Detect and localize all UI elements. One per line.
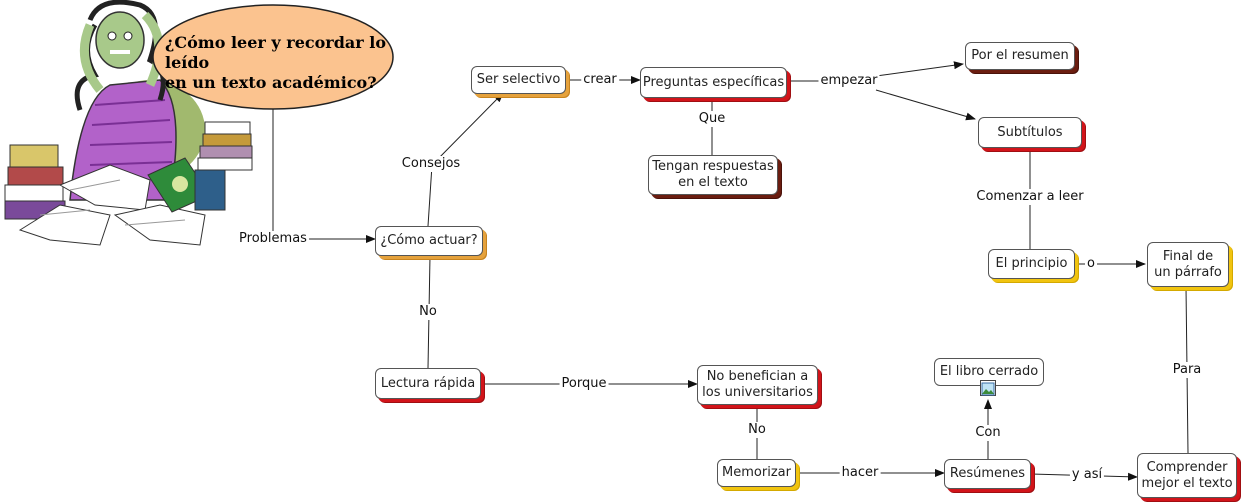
link-label-para: Para <box>1170 362 1204 378</box>
link-label-hacer: hacer <box>839 465 881 481</box>
node-como-actuar[interactable]: ¿Cómo actuar? <box>375 226 483 256</box>
link-label-crear: crear <box>581 72 619 88</box>
link-label-comenzar-a-leer: Comenzar a leer <box>974 189 1086 205</box>
node-tengan-respuestas[interactable]: Tengan respuestas en el texto <box>648 155 778 195</box>
link-label-no-1: No <box>417 304 439 320</box>
link-label-problemas: Problemas <box>237 231 309 247</box>
node-subtitulos[interactable]: Subtítulos <box>978 117 1082 148</box>
node-lectura-rapida[interactable]: Lectura rápida <box>375 368 481 399</box>
node-no-benefician[interactable]: No benefician a los universitarios <box>697 365 818 405</box>
title-bubble-text: ¿Cómo leer y recordar lo leído en un tex… <box>165 33 387 92</box>
node-preguntas-especificas[interactable]: Preguntas específicas <box>640 67 787 98</box>
link-label-y-asi: y así <box>1069 467 1105 483</box>
node-resumenes[interactable]: Resúmenes <box>944 459 1031 489</box>
link-label-o: o <box>1085 256 1097 272</box>
node-comprender-mejor[interactable]: Comprender mejor el texto <box>1137 453 1237 498</box>
link-label-porque: Porque <box>559 376 609 392</box>
node-ser-selectivo[interactable]: Ser selectivo <box>471 66 566 94</box>
node-el-principio[interactable]: El principio <box>988 249 1075 279</box>
link-label-con: Con <box>973 425 1003 441</box>
stressed-student-illustration <box>4 0 253 246</box>
link-label-empezar: empezar <box>818 73 880 89</box>
picture-icon[interactable] <box>980 380 996 396</box>
node-por-el-resumen[interactable]: Por el resumen <box>965 42 1075 70</box>
node-memorizar[interactable]: Memorizar <box>717 459 796 487</box>
link-label-no-2: No <box>746 422 768 438</box>
node-final-de-un-parrafo[interactable]: Final de un párrafo <box>1147 242 1229 287</box>
link-label-que: Que <box>696 111 728 127</box>
link-label-consejos: Consejos <box>399 156 463 172</box>
